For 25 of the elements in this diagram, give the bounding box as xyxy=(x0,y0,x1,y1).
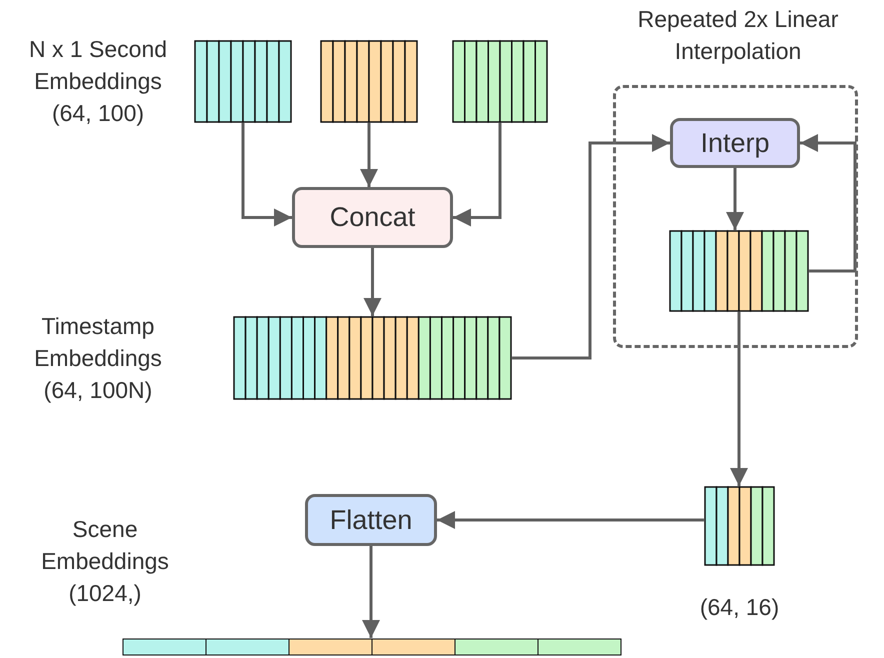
embedding-matrix xyxy=(704,486,775,566)
embedding-matrix xyxy=(320,40,418,123)
arrow xyxy=(437,511,704,529)
embedding-vector xyxy=(122,638,622,656)
loop-heading: Repeated 2x Linear Interpolation xyxy=(636,5,840,66)
embedding-matrix xyxy=(194,40,292,123)
embedding-matrix xyxy=(452,40,548,123)
embedding-caption: N x 1 Second Embeddings (64, 100) xyxy=(28,35,168,128)
arrow xyxy=(242,123,292,226)
embedding-caption: Timestamp Embeddings (64, 100N) xyxy=(33,312,163,406)
arrow xyxy=(453,123,502,226)
arrow xyxy=(800,134,856,272)
arrow xyxy=(364,248,382,316)
arrow xyxy=(362,546,380,638)
flatten-box: Flatten xyxy=(305,494,437,546)
interp-box: Interp xyxy=(670,118,800,168)
embedding-caption: Scene Embeddings (1024,) xyxy=(40,515,170,608)
shape-label: (64, 16) xyxy=(698,593,780,622)
arrow xyxy=(512,134,670,360)
embedding-matrix xyxy=(233,316,512,400)
arrow xyxy=(360,123,378,187)
concat-box: Concat xyxy=(292,187,453,248)
embedding-matrix xyxy=(669,230,809,312)
arrow xyxy=(726,168,744,230)
arrow xyxy=(730,312,748,486)
